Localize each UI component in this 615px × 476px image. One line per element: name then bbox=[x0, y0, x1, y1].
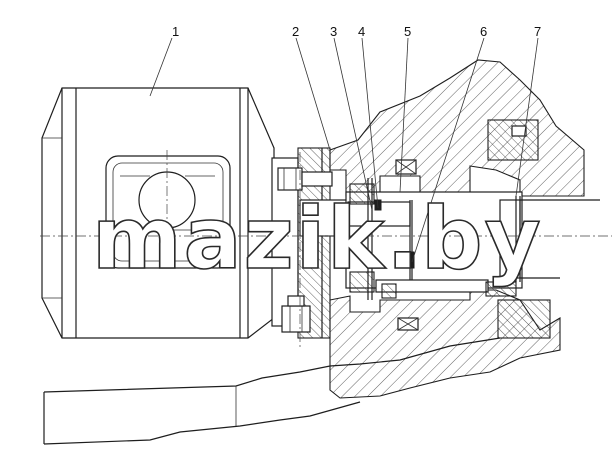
callout-1: 1 bbox=[172, 24, 179, 39]
callout-3: 3 bbox=[330, 24, 337, 39]
callout-6: 6 bbox=[480, 24, 487, 39]
callout-2: 2 bbox=[292, 24, 299, 39]
motor-body bbox=[41, 87, 275, 339]
watermark: mazik.by bbox=[92, 189, 543, 289]
frame-rail bbox=[43, 337, 501, 445]
callout-labels: 1 2 3 4 5 6 7 bbox=[172, 24, 541, 39]
shaft-assembly bbox=[345, 178, 600, 300]
callout-4: 4 bbox=[358, 24, 365, 39]
centerlines bbox=[40, 150, 612, 350]
leader-lines bbox=[149, 37, 539, 263]
callout-7: 7 bbox=[534, 24, 541, 39]
flange-assembly bbox=[271, 147, 349, 339]
callout-5: 5 bbox=[404, 24, 411, 39]
